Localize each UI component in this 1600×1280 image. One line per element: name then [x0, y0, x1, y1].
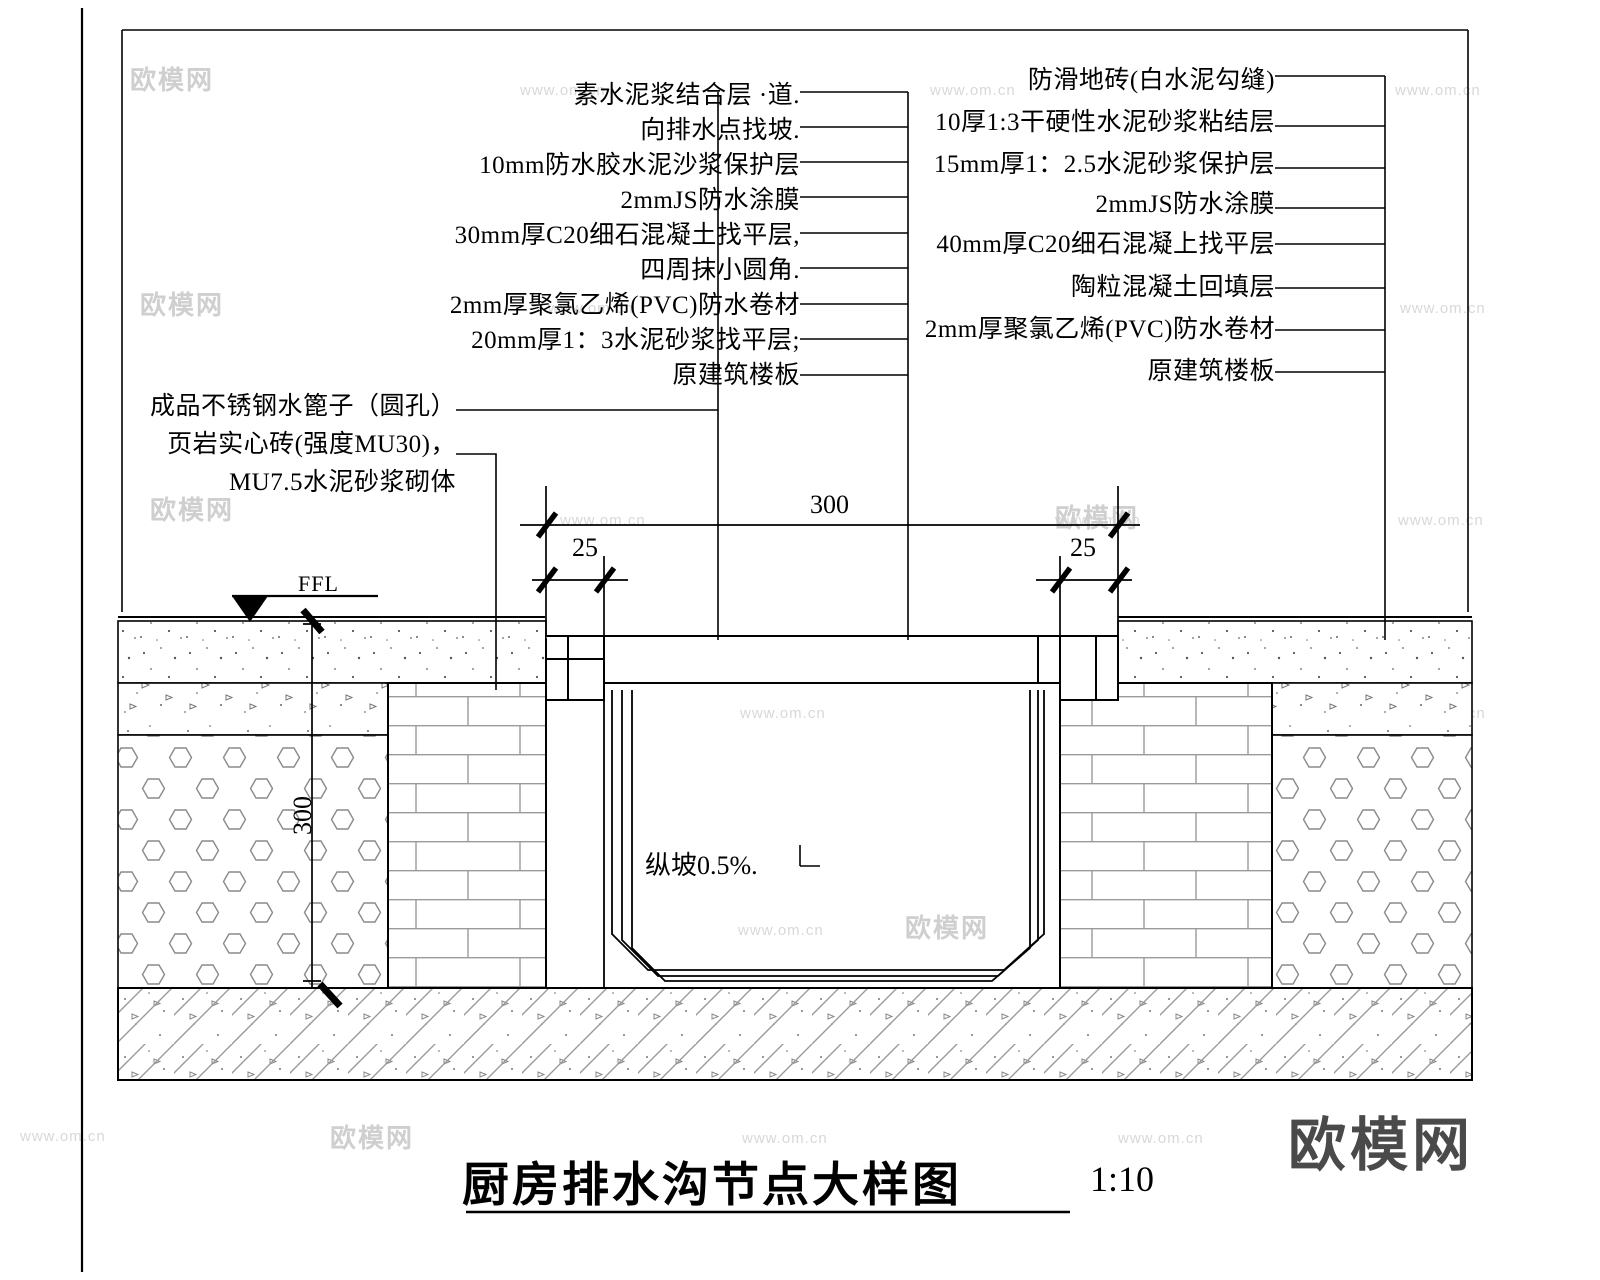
callout-label-mortar: MU7.5水泥砂浆砌体	[228, 469, 456, 496]
right-callout-block: 防滑地砖(白水泥勾缝) 10厚1:3干硬性水泥砂浆粘结层 15mm厚1：2.5水…	[710, 60, 1275, 393]
ffl-label: FFL	[298, 571, 339, 596]
dimension-right-25: 25	[1070, 533, 1096, 562]
depth-dimension	[303, 617, 321, 988]
drawing-frame	[80, 8, 1469, 1272]
right-floor-buildup	[1059, 620, 1473, 989]
watermark-url: www.om.cn	[548, 300, 634, 317]
left-callout-block: 素水泥浆结合层 ·道. 向排水点找坡. 10mm防水胶水泥沙浆保护层 2mmJS…	[260, 78, 800, 393]
callout-label: 40mm厚C20细石混凝上找平层	[936, 231, 1275, 258]
lower-left-leaders	[456, 409, 718, 690]
slope-label: 纵坡0.5%.	[645, 851, 758, 880]
callout-label: 2mm厚聚氯乙烯(PVC)防水卷材	[449, 292, 800, 319]
callout-label: 2mmJS防水涂膜	[620, 187, 800, 214]
callout-label: 15mm厚1：2.5水泥砂浆保护层	[933, 151, 1275, 178]
dimension-left-25: 25	[572, 533, 598, 562]
watermark-url: www.om.cn	[930, 82, 1016, 99]
lower-left-callout-block: 成品不锈钢水篦子（圆孔） 页岩实心砖(强度MU30)， MU7.5水泥砂浆砌体	[96, 388, 456, 502]
watermark-url: www.om.cn	[1400, 300, 1486, 317]
callout-label: 原建筑楼板	[1147, 358, 1275, 385]
slope-leader	[799, 845, 820, 867]
callout-label: 2mm厚聚氯乙烯(PVC)防水卷材	[924, 316, 1275, 343]
callout-label: 陶粒混凝土回填层	[1070, 274, 1275, 301]
trench-lining	[611, 690, 1045, 982]
callout-label: 素水泥浆结合层 ·道.	[573, 82, 800, 109]
structural-slab	[117, 987, 1473, 1081]
callout-label-brick: 页岩实心砖(强度MU30)，	[167, 431, 456, 458]
dimension-width-300: 300	[810, 490, 849, 519]
drawing-title: 厨房排水沟节点大样图	[462, 1160, 962, 1212]
callout-label: 防滑地砖(白水泥勾缝)	[1027, 67, 1275, 94]
watermark-url: www.om.cn	[1398, 512, 1484, 529]
watermark-url: www.om.cn	[1395, 82, 1481, 99]
watermark-brand: 欧模网	[330, 1124, 415, 1154]
watermark-url: www.om.cn	[738, 922, 824, 939]
watermark-brand: 欧模网	[150, 496, 235, 526]
dimension-depth-300: 300	[288, 796, 317, 835]
watermark-url: www.om.cn	[740, 705, 826, 722]
ffl-symbol	[232, 594, 378, 622]
watermark-logo: 欧模网	[1288, 1111, 1475, 1179]
stainless-grate	[545, 635, 1119, 701]
callout-label: 10厚1:3干硬性水泥砂浆粘结层	[935, 109, 1275, 136]
watermark-url: www.om.cn	[20, 1128, 106, 1145]
left-floor-buildup	[117, 620, 547, 989]
callout-label-grate: 成品不锈钢水篦子（圆孔）	[149, 393, 456, 420]
callout-label: 向排水点找坡.	[640, 117, 800, 144]
dimension-ticks	[535, 511, 1131, 594]
callout-label: 20mm厚1：3水泥砂浆找平层;	[471, 327, 800, 354]
watermark-url: www.om.cn	[742, 1130, 828, 1147]
watermark-brand: 欧模网	[905, 914, 990, 944]
callout-label: 2mmJS防水涂膜	[1095, 191, 1275, 218]
callout-label: 原建筑楼板	[672, 362, 800, 389]
callout-label: 四周抹小圆角.	[640, 257, 800, 284]
watermark-url: www.om.cn	[1118, 1130, 1204, 1147]
callout-label: 10mm防水胶水泥沙浆保护层	[479, 152, 800, 179]
left-leaders	[717, 91, 909, 640]
callout-label: 30mm厚C20细石混凝土找平层,	[454, 222, 800, 249]
watermark-brand: 欧模网	[140, 291, 225, 321]
drawing-scale: 1:10	[1090, 1159, 1155, 1199]
watermark-url: www.om.cn	[520, 82, 606, 99]
right-leaders	[1275, 75, 1386, 640]
watermark-brand: 欧模网	[130, 66, 215, 96]
trench-floor-lines	[603, 690, 1060, 989]
